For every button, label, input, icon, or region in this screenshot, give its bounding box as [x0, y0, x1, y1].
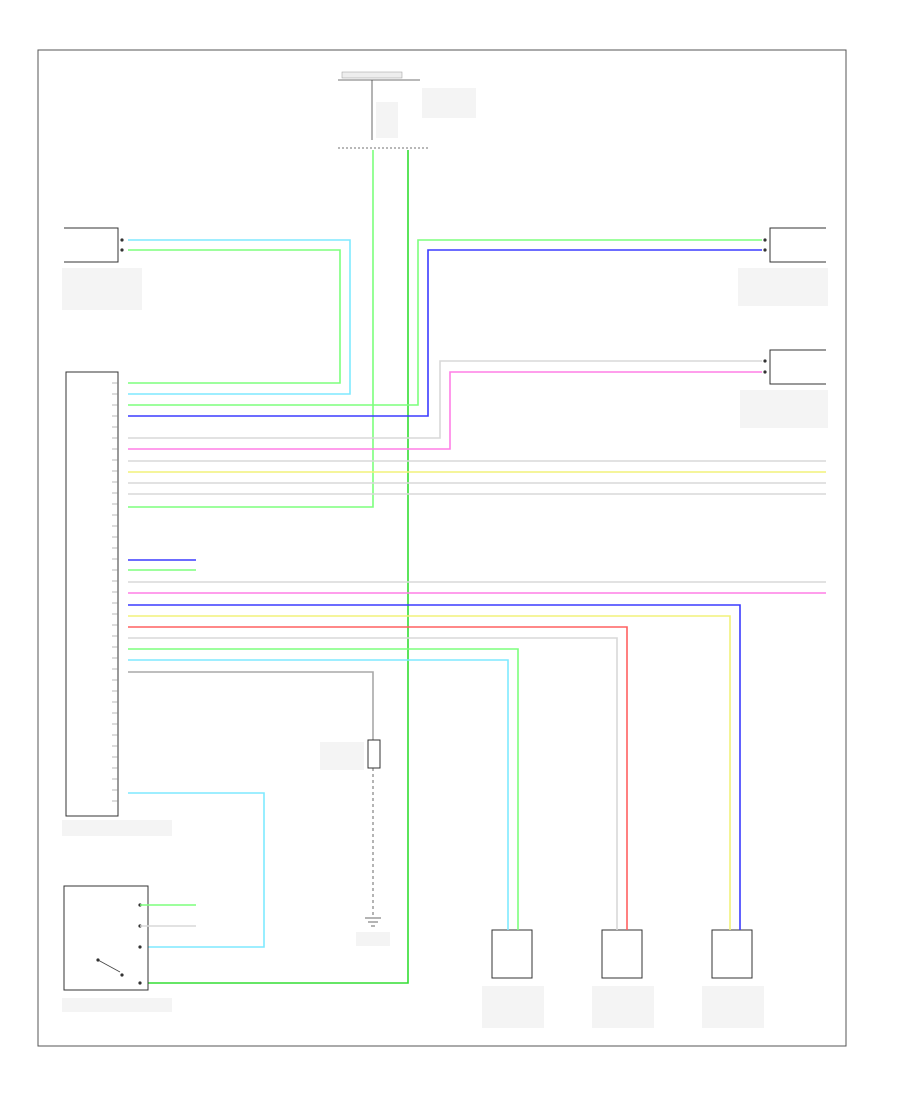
rear-center-sensor [740, 349, 828, 428]
clearance-buzzer [320, 739, 381, 915]
right-rear-sensor [62, 227, 142, 310]
left-rear-sensor [738, 227, 828, 306]
ground-icon [356, 917, 390, 946]
component-box-icon [482, 929, 764, 1028]
bottom-sensor-leads [507, 898, 741, 930]
switch-icon [62, 885, 196, 1012]
top-power-source [338, 71, 476, 149]
diagram-frame [37, 49, 847, 1047]
clearance-warning-ecu [62, 371, 172, 836]
wiring [128, 150, 826, 984]
